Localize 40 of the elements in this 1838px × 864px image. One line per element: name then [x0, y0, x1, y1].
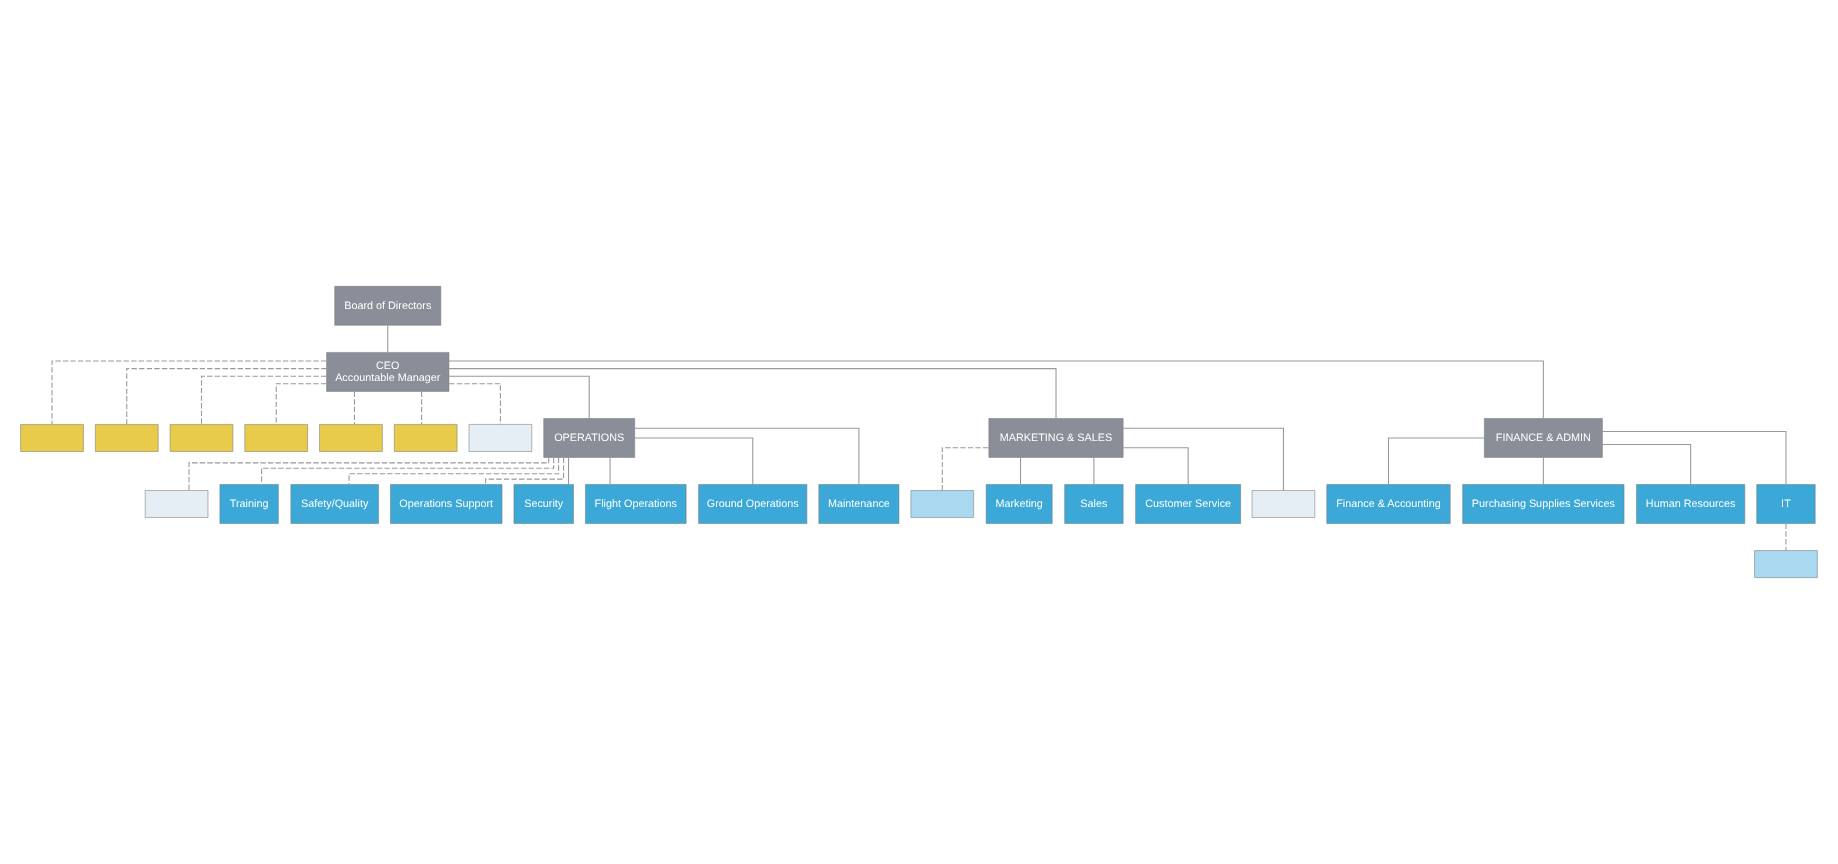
node-box	[1251, 490, 1316, 518]
connector	[1093, 457, 1095, 485]
node-box	[394, 424, 458, 452]
connector	[261, 457, 555, 486]
node-box	[319, 424, 383, 452]
node-box	[169, 424, 234, 452]
node-box	[244, 424, 308, 452]
connector	[448, 375, 590, 419]
connector	[1122, 427, 1284, 491]
connector	[353, 391, 355, 425]
connector	[188, 457, 550, 491]
connector	[448, 368, 1057, 419]
connector	[448, 360, 1544, 419]
connector	[421, 391, 423, 425]
connector	[1542, 457, 1544, 485]
node-box	[95, 424, 159, 452]
connector	[1020, 457, 1022, 485]
connector	[634, 427, 860, 486]
connector	[484, 457, 565, 485]
connector	[568, 457, 570, 485]
connector	[634, 437, 754, 485]
node-box	[468, 424, 533, 452]
connector	[387, 325, 389, 353]
connector	[275, 383, 327, 425]
node-box	[1754, 550, 1818, 578]
node-box	[910, 490, 974, 518]
connector	[1601, 430, 1787, 485]
connector	[1601, 443, 1692, 486]
connector	[941, 447, 990, 491]
connector	[1387, 437, 1485, 485]
connector	[1785, 523, 1787, 552]
connector	[51, 360, 327, 425]
connector	[448, 383, 501, 425]
connector	[348, 456, 560, 485]
node-box	[144, 490, 209, 518]
connector	[609, 457, 611, 485]
connector	[1122, 447, 1189, 485]
connector	[200, 375, 327, 425]
node-box	[20, 424, 84, 452]
connector	[126, 368, 328, 425]
